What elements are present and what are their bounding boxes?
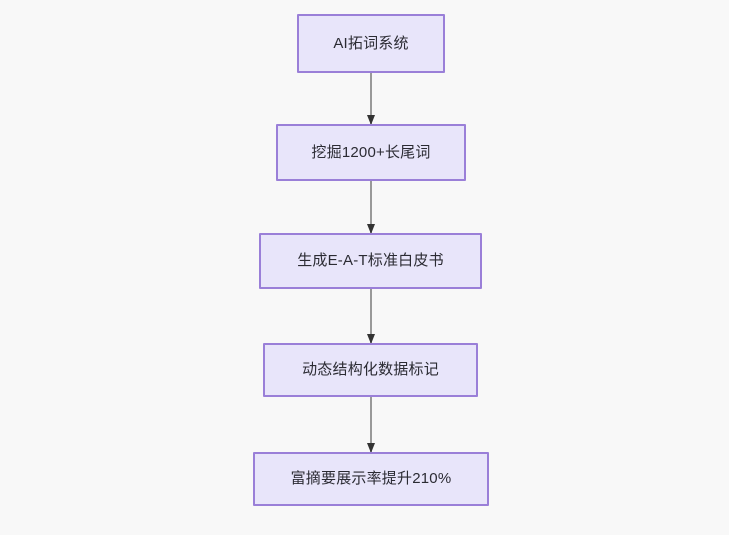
flow-node-2-label: 挖掘1200+长尾词 <box>311 143 431 161</box>
flow-node-1[interactable]: AI拓词系统 <box>297 14 445 73</box>
flow-node-5[interactable]: 富摘要展示率提升210% <box>253 452 489 506</box>
flow-node-3-label: 生成E-A-T标准白皮书 <box>297 252 444 269</box>
flow-node-4-label: 动态结构化数据标记 <box>302 361 439 378</box>
flow-node-4[interactable]: 动态结构化数据标记 <box>263 343 478 397</box>
flow-node-3[interactable]: 生成E-A-T标准白皮书 <box>259 233 482 289</box>
flow-node-2[interactable]: 挖掘1200+长尾词 <box>276 124 466 181</box>
flow-node-1-label: AI拓词系统 <box>333 34 409 52</box>
flow-node-5-label: 富摘要展示率提升210% <box>290 470 452 487</box>
